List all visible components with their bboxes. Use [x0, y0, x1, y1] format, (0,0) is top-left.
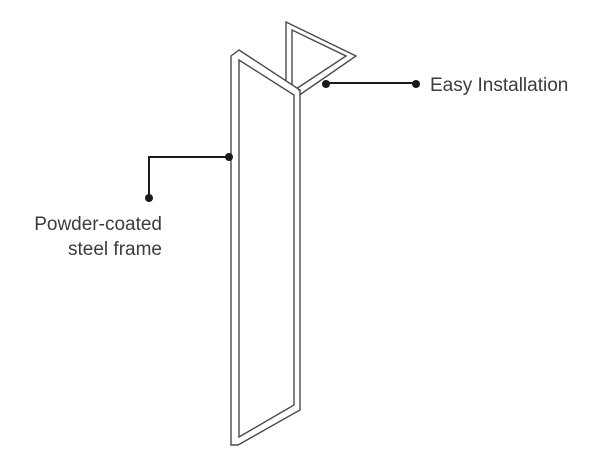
frame-hook	[285, 20, 358, 97]
leader-dot-end	[145, 194, 153, 202]
frame-main-loop	[230, 49, 301, 446]
leader-dot-start	[322, 80, 330, 88]
callout-steel-frame: Powder-coated steel frame	[34, 212, 162, 262]
callout-steel-frame-line-1: Powder-coated	[34, 214, 162, 235]
callout-easy-installation: Easy Installation	[430, 73, 568, 98]
leader-easy-installation	[322, 80, 420, 88]
leader-steel-frame	[145, 153, 233, 202]
callout-easy-installation-text: Easy Installation	[430, 75, 569, 96]
leader-dot-start	[225, 153, 233, 161]
callout-steel-frame-line-2: steel frame	[68, 239, 162, 260]
leader-dot-end	[412, 80, 420, 88]
